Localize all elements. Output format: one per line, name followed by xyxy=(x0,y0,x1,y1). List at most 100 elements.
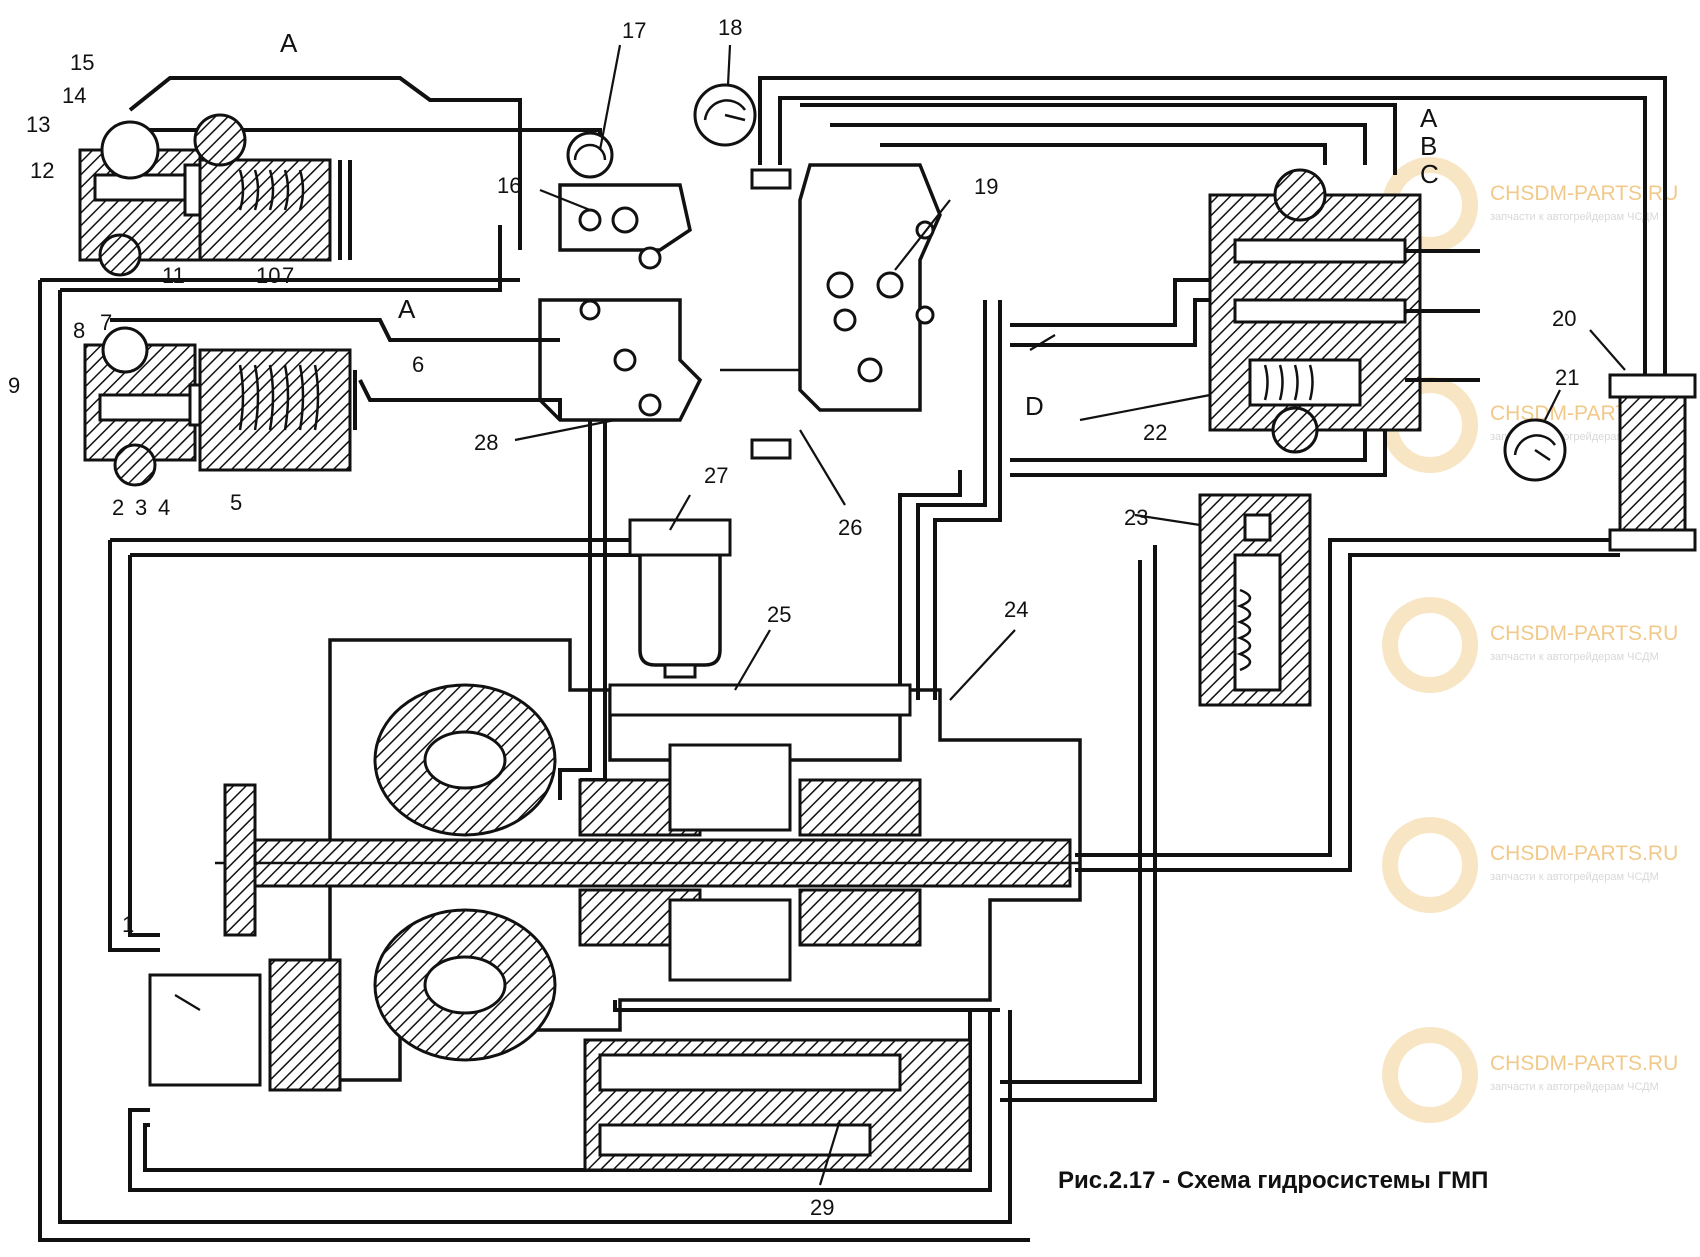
gear-icon xyxy=(1382,597,1479,693)
watermark-1: CHSDM-PARTS.RU запчасти к автогрейдерам … xyxy=(1382,157,1678,253)
leader-d xyxy=(1029,334,1056,351)
label-C-right: C xyxy=(1420,159,1439,189)
label-22: 22 xyxy=(1143,420,1167,445)
valve-b-line-2 xyxy=(358,379,562,420)
filter-27 xyxy=(628,518,732,679)
leader-27 xyxy=(669,494,691,531)
leader-1 xyxy=(174,994,201,1011)
gear-block-lower xyxy=(668,898,792,982)
labels: A A A B C D 1 2 3 4 5 6 7 8 9 10 7 11 12… xyxy=(8,15,1579,1220)
label-2: 2 xyxy=(112,495,124,520)
valve-23-plug xyxy=(1243,513,1272,542)
leader-19 xyxy=(894,199,951,271)
watermark-5: CHSDM-PARTS.RU запчасти к автогрейдерам … xyxy=(1382,1027,1678,1123)
leader-21 xyxy=(1544,389,1561,421)
valve-upper-bore xyxy=(93,173,197,202)
gauge-17 xyxy=(566,131,614,179)
valve-upper-left xyxy=(78,113,352,277)
valve-upper-spring xyxy=(238,169,305,211)
gear-block-upper xyxy=(668,743,792,832)
input-flange xyxy=(223,783,257,937)
right-vertical-line xyxy=(1000,545,1157,1102)
gear-icon xyxy=(1382,157,1479,253)
sump-29-lower-chamber xyxy=(598,1123,872,1157)
valve-23 xyxy=(1198,493,1312,707)
label-15: 15 xyxy=(70,50,94,75)
svg-text:CHSDM-PARTS.RU: CHSDM-PARTS.RU xyxy=(1490,842,1678,865)
valve-upper-spring-housing xyxy=(198,158,332,262)
distributor-ball-7 xyxy=(826,271,854,299)
transmission-feed-1 xyxy=(558,420,592,800)
valve-upper-plug xyxy=(100,120,160,180)
leader-23 xyxy=(1134,513,1201,527)
label-1: 1 xyxy=(122,912,134,937)
label-23: 23 xyxy=(1124,505,1148,530)
valve-22-spool-1 xyxy=(1233,238,1407,264)
gauge-21-needle xyxy=(1534,448,1551,462)
line-a-to-22 xyxy=(800,103,1397,175)
leader-29 xyxy=(818,1119,842,1186)
cooler-top-tank xyxy=(1608,373,1697,399)
figure-caption: Рис.2.17 - Схема гидросистемы ГМП xyxy=(1058,1167,1488,1194)
distributor-ball-9 xyxy=(833,308,857,332)
valve-23-spring xyxy=(1236,588,1252,672)
transmission-feed-5 xyxy=(898,470,962,700)
transmission xyxy=(148,638,1082,1172)
label-29: 29 xyxy=(810,1195,834,1220)
label-11: 11 xyxy=(162,263,185,288)
filter-head xyxy=(628,518,732,557)
label-3: 3 xyxy=(135,495,147,520)
distributor-upper-body xyxy=(558,183,692,252)
label-28: 28 xyxy=(474,430,498,455)
distributor-ball-3 xyxy=(638,246,662,270)
label-4: 4 xyxy=(158,495,170,520)
left-feed-upper xyxy=(60,225,502,292)
distributor-ball-10 xyxy=(857,357,883,383)
svg-text:запчасти к автогрейдерам ЧСДМ: запчасти к автогрейдерам ЧСДМ xyxy=(1490,211,1659,223)
gauge-21 xyxy=(1503,418,1567,482)
label-B-right: B xyxy=(1420,131,1437,161)
label-5: 5 xyxy=(230,490,242,515)
label-19: 19 xyxy=(974,174,998,199)
watermark-layer: CHSDM-PARTS.RU запчасти к автогрейдерам … xyxy=(1382,157,1678,1123)
distributor-ball-6 xyxy=(638,393,662,417)
valve-22-plug-2 xyxy=(1271,406,1319,454)
gear-icon xyxy=(1382,817,1479,913)
return-line-left-inner xyxy=(38,280,1030,1242)
valve-b-line xyxy=(110,318,560,342)
label-A-right: A xyxy=(1420,103,1438,133)
gauge-18-arc xyxy=(703,99,747,121)
label-21: 21 xyxy=(1555,365,1579,390)
svg-text:запчасти к автогрейдерам ЧСДМ: запчасти к автогрейдерам ЧСДМ xyxy=(1490,651,1659,663)
sump-29-upper-chamber xyxy=(598,1053,902,1092)
transmission-top-cover xyxy=(608,683,912,717)
gear-icon xyxy=(1382,1027,1479,1123)
leader-22 xyxy=(1079,393,1211,422)
distributor-ball-2 xyxy=(611,206,639,234)
svg-text:CHSDM-PARTS.RU: CHSDM-PARTS.RU xyxy=(1490,622,1678,645)
label-A-mid: A xyxy=(398,294,416,324)
gauge-17-arc xyxy=(573,143,607,161)
valve-lower-bore xyxy=(98,393,197,422)
distributor-ball-5 xyxy=(613,348,637,372)
valve-upper-plug-2 xyxy=(193,113,247,167)
distributor-ball-4 xyxy=(579,299,601,321)
pump-bottom-loop xyxy=(128,1010,992,1192)
gauges xyxy=(566,83,1567,482)
cooler-return xyxy=(1075,538,1620,857)
label-A-top: A xyxy=(280,28,298,58)
watermark-3: CHSDM-PARTS.RU запчасти к автогрейдерам … xyxy=(1382,597,1678,693)
valve-lower-left xyxy=(83,326,357,487)
valve-lower-plug xyxy=(101,326,149,374)
label-18: 18 xyxy=(718,15,742,40)
valve-upper-plug-3 xyxy=(98,233,142,277)
pump-1-body xyxy=(148,973,262,1087)
clutch-pack-4 xyxy=(798,888,922,947)
gauge-18-needle xyxy=(724,113,746,122)
valve-lower-spring xyxy=(238,364,320,431)
top-main-line-inner xyxy=(778,96,1647,375)
transmission-feed-4 xyxy=(916,300,987,700)
d-line xyxy=(1010,278,1220,327)
svg-text:CHSDM-PARTS.RU: CHSDM-PARTS.RU xyxy=(1490,1052,1678,1075)
leader-17 xyxy=(598,44,622,151)
